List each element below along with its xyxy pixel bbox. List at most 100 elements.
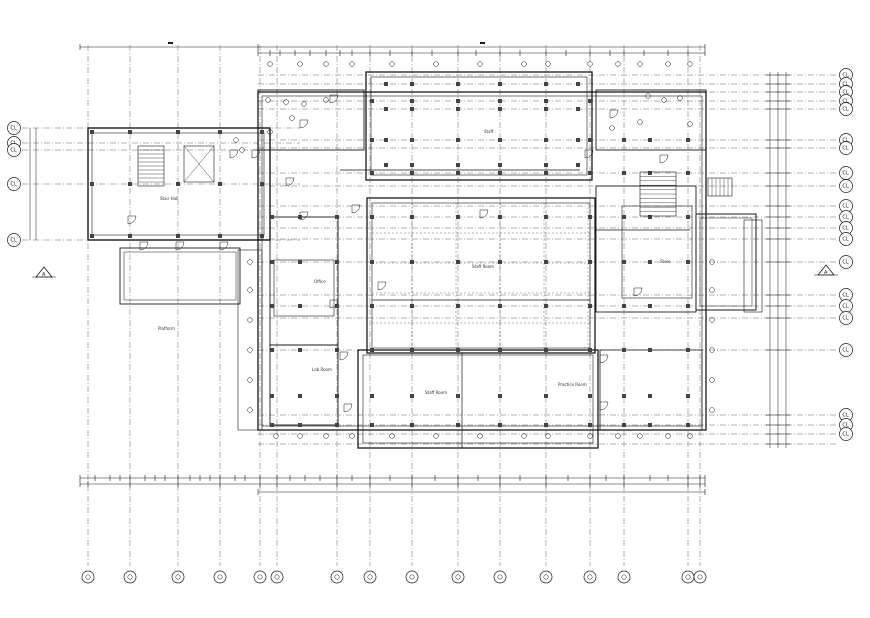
- grid-bubble-bottom: [539, 570, 553, 584]
- wall: [366, 197, 596, 354]
- column: [588, 348, 592, 352]
- column-tag: [349, 433, 355, 439]
- column: [128, 130, 132, 134]
- grid-bubble-bottom-inner: [697, 574, 703, 580]
- grid-bubble-right-label: CL: [842, 348, 848, 354]
- fixture: [283, 99, 289, 105]
- column: [370, 394, 374, 398]
- column: [298, 304, 302, 308]
- column: [576, 163, 580, 167]
- door-swing: [479, 209, 489, 219]
- grid-bubble-right: [839, 179, 853, 193]
- column-tag: [709, 347, 715, 353]
- column-tag: [665, 433, 671, 439]
- column: [260, 234, 264, 238]
- door-swing: [299, 119, 309, 129]
- fixture: [265, 97, 271, 103]
- columns: [90, 82, 690, 427]
- grid-bubble-right: [839, 102, 853, 116]
- grid-bubble-left: [7, 233, 21, 247]
- dimension-text-mark: [168, 42, 173, 44]
- column: [270, 423, 274, 427]
- column: [498, 260, 502, 264]
- grid-bubble-bottom: [617, 570, 631, 584]
- column: [335, 260, 339, 264]
- door-swing: [339, 351, 349, 361]
- column: [370, 215, 374, 219]
- section-marker-right: A: [814, 264, 838, 276]
- wall: [269, 216, 339, 346]
- wall: [695, 213, 757, 311]
- room-label-right-mid: Store: [660, 259, 671, 264]
- column-tag: [323, 61, 329, 67]
- grid-bubble-right-label: CL: [842, 215, 848, 221]
- column: [90, 130, 94, 134]
- column: [456, 304, 460, 308]
- wall: [237, 249, 263, 431]
- grid-bubble-right-label: CL: [842, 432, 848, 438]
- grid-bubbles: CLCLCLCLCLCLCLCLCLCLCLCLCLCLCLCLCLCLCLCL…: [7, 61, 853, 584]
- column: [218, 182, 222, 186]
- column-tag: [637, 61, 643, 67]
- column-tag: [587, 61, 593, 67]
- grid-bubble-bottom: [451, 570, 465, 584]
- column-tag: [273, 433, 279, 439]
- column: [648, 171, 652, 175]
- wall: [595, 89, 707, 151]
- column-tag: [297, 61, 303, 67]
- grid-bubble-left-label: CL: [10, 148, 16, 154]
- grid-bubble-right-label: CL: [842, 204, 848, 210]
- grid-bubble-bottom-inner: [455, 574, 461, 580]
- grid-bubble-bottom: [253, 570, 267, 584]
- column-tag: [247, 259, 253, 265]
- section-marker-left: A: [32, 266, 56, 278]
- column: [498, 138, 502, 142]
- column: [270, 260, 274, 264]
- wall: [699, 217, 753, 307]
- column: [648, 423, 652, 427]
- fixture: [289, 115, 295, 121]
- wall: [357, 349, 599, 449]
- column: [544, 423, 548, 427]
- column: [588, 423, 592, 427]
- grid-bubble-right-label: CL: [842, 184, 848, 190]
- column: [686, 423, 690, 427]
- column: [588, 394, 592, 398]
- fixture: [301, 101, 307, 107]
- fixture: [233, 137, 239, 143]
- column: [686, 394, 690, 398]
- column: [218, 234, 222, 238]
- column: [260, 130, 264, 134]
- column: [90, 234, 94, 238]
- column: [544, 260, 548, 264]
- column: [456, 107, 460, 111]
- grid-bubble-right-label: CL: [842, 99, 848, 105]
- column: [298, 423, 302, 427]
- stair-outline: [183, 145, 215, 183]
- column: [218, 130, 222, 134]
- section-marker-right-label: A: [824, 270, 828, 276]
- dimension-text-mark: [480, 42, 485, 44]
- column: [648, 138, 652, 142]
- column-tag: [709, 377, 715, 383]
- grid-lines: [22, 45, 838, 566]
- column: [498, 107, 502, 111]
- grid-bubble-bottom: [493, 570, 507, 584]
- column: [410, 138, 414, 142]
- column-tag: [323, 433, 329, 439]
- column: [588, 215, 592, 219]
- door-swing: [659, 154, 669, 164]
- door-swing: [329, 94, 339, 104]
- room-label-bottom-center: Staff Room: [425, 390, 447, 395]
- grid-bubble-bottom-inner: [409, 574, 415, 580]
- column-tag: [247, 287, 253, 293]
- grid-bubble-left-label: CL: [10, 238, 16, 244]
- column: [335, 348, 339, 352]
- column: [686, 260, 690, 264]
- column: [410, 215, 414, 219]
- grid-bubble-bottom-inner: [685, 574, 691, 580]
- column: [410, 260, 414, 264]
- column: [370, 138, 374, 142]
- column: [498, 171, 502, 175]
